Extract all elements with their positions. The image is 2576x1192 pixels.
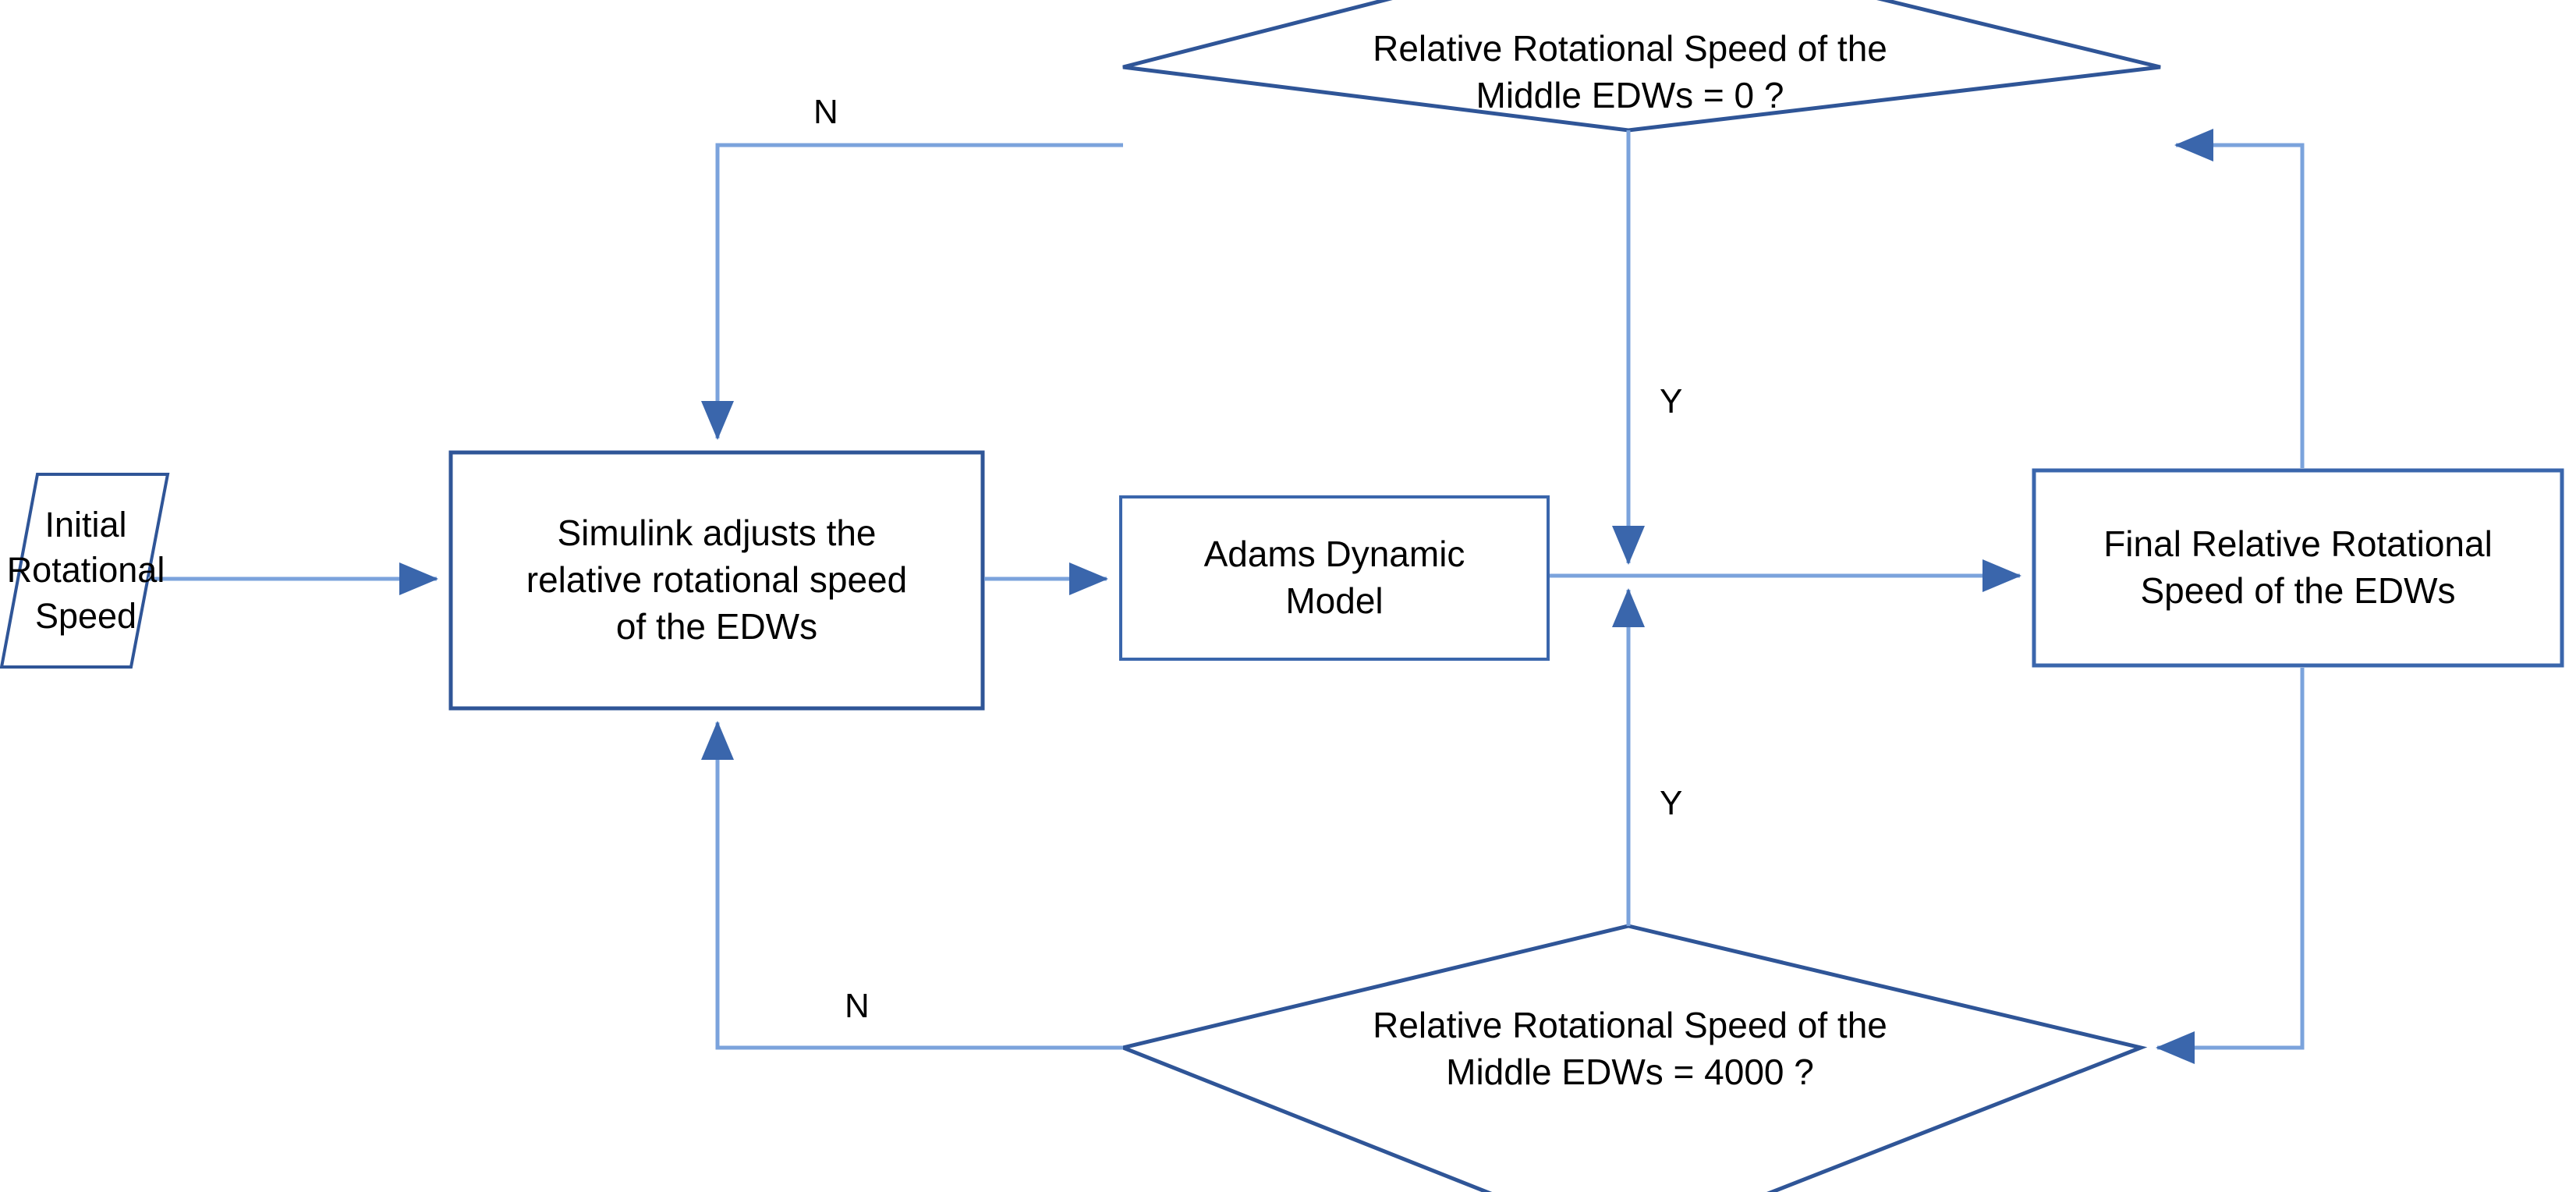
connector-decision-4000-no-to-simulink bbox=[701, 721, 1123, 1050]
edge-label-bottom-yes: Y bbox=[1660, 784, 1683, 822]
edge-label-bottom-no: N bbox=[845, 987, 870, 1025]
edge-label-top-no: N bbox=[813, 93, 838, 131]
connector-right-rail-to-decision-zero bbox=[2174, 129, 2305, 468]
shape-simulink-adjust-box[interactable] bbox=[448, 450, 985, 711]
connector-decision-zero-no-to-simulink bbox=[701, 143, 1123, 440]
connector-right-rail-to-decision-4000 bbox=[2156, 668, 2305, 1064]
shape-final-speed-box[interactable] bbox=[2032, 468, 2564, 668]
shape-adams-dynamic-model-box[interactable] bbox=[1119, 495, 1550, 661]
edge-label-top-yes: Y bbox=[1660, 382, 1683, 420]
shape-initial-rotational-speed[interactable] bbox=[0, 473, 170, 669]
shape-decision-speed-equals-zero[interactable] bbox=[1122, 0, 2161, 133]
shape-decision-speed-equals-4000[interactable] bbox=[1116, 924, 2148, 1192]
